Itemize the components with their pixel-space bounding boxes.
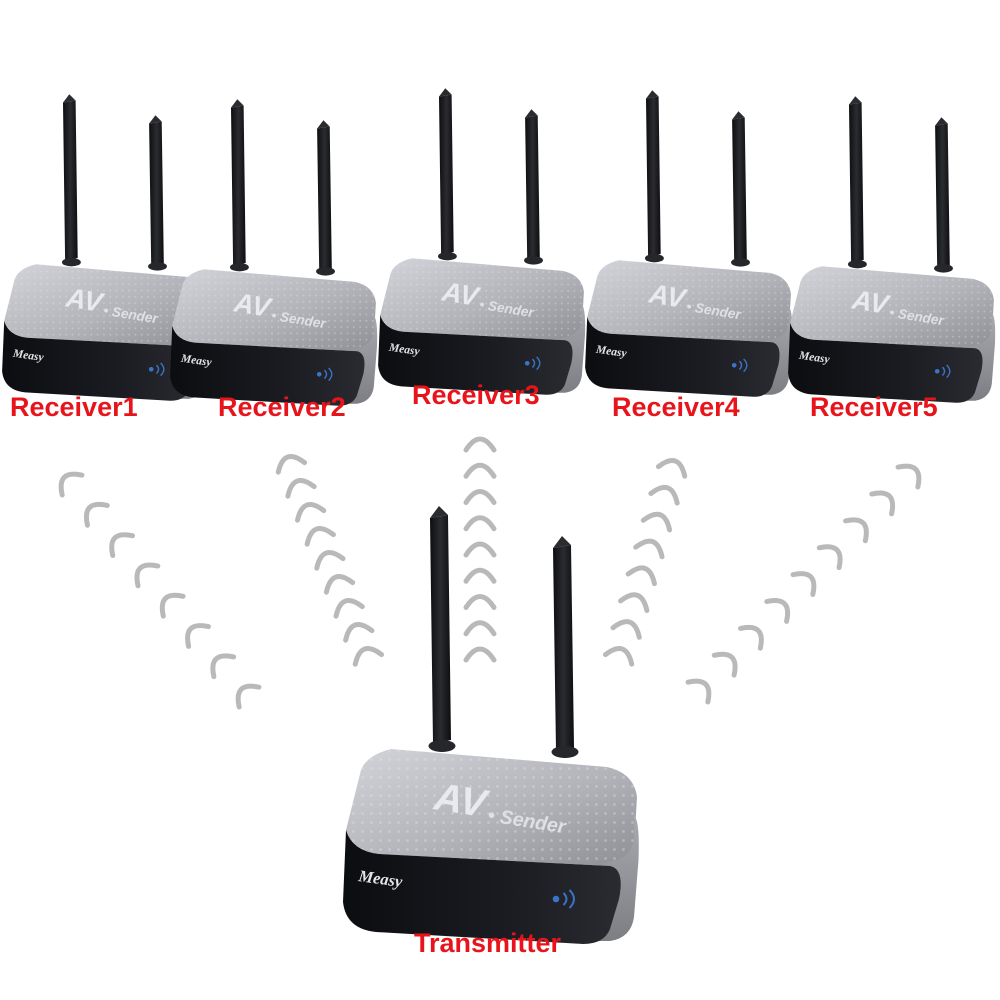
signal-wave-icon (621, 591, 651, 611)
receiver5-label: Receiver5 (810, 392, 938, 422)
signal-waves-center (466, 439, 494, 660)
signal-wave-icon (605, 644, 635, 664)
signal-wave-icon (206, 649, 234, 677)
signal-wave-icon (284, 476, 314, 496)
signal-wave-icon (313, 548, 343, 568)
signal-wave-icon (846, 513, 874, 541)
signal-wave-icon (332, 596, 362, 616)
receiver3-label: Receiver3 (412, 380, 540, 410)
signal-wave-icon (342, 620, 372, 640)
signal-wave-icon (231, 679, 259, 707)
signal-wave-icon (466, 649, 494, 660)
signal-wave-icon (54, 467, 82, 495)
signal-wave-icon (466, 623, 494, 634)
transmitter-label: Transmitter (414, 928, 562, 958)
signal-wave-icon (294, 500, 324, 520)
signal-wave-icon (275, 452, 305, 472)
signal-wave-icon (819, 540, 847, 568)
signal-wave-icon (741, 621, 769, 649)
signal-wave-icon (352, 644, 382, 664)
signal-wave-icon (466, 570, 494, 581)
signal-wave-icon (658, 456, 688, 476)
signal-wave-icon (80, 498, 108, 526)
receiver2-label: Receiver2 (218, 392, 346, 422)
receiver3-device (377, 87, 586, 396)
signal-wave-icon (898, 459, 926, 487)
signal-wave-icon (613, 617, 643, 637)
receiver5-device (787, 95, 996, 404)
signal-wave-icon (466, 518, 494, 529)
signal-wave-icon (628, 564, 658, 584)
signal-wave-icon (323, 572, 353, 592)
signal-wave-icon (688, 674, 716, 702)
transmitter-device (342, 505, 640, 945)
signal-wave-icon (466, 439, 494, 450)
signal-wave-icon (466, 492, 494, 503)
receiver4-device (584, 89, 793, 398)
signal-wave-icon (643, 510, 673, 530)
signal-wave-icon (181, 619, 209, 647)
signal-wave-icon (130, 558, 158, 586)
signal-wave-icon (651, 483, 681, 503)
receiver4-label: Receiver4 (612, 392, 740, 422)
signal-wave-icon (466, 597, 494, 608)
receiver1-label: Receiver1 (10, 392, 138, 422)
signal-wave-icon (767, 594, 795, 622)
signal-wave-icon (466, 544, 494, 555)
signal-wave-icon (793, 567, 821, 595)
signal-wave-icon (636, 537, 666, 557)
receiver2-device (169, 98, 378, 407)
signal-waves-right-center (605, 456, 688, 664)
signal-wave-icon (156, 589, 184, 617)
signal-waves-left-center (275, 452, 382, 664)
signal-wave-icon (466, 465, 494, 476)
signal-wave-icon (714, 648, 742, 676)
signal-wave-icon (105, 528, 133, 556)
signal-waves-right (688, 459, 926, 702)
signal-waves-left (54, 467, 259, 707)
signal-wave-icon (872, 486, 900, 514)
signal-wave-icon (303, 524, 333, 544)
